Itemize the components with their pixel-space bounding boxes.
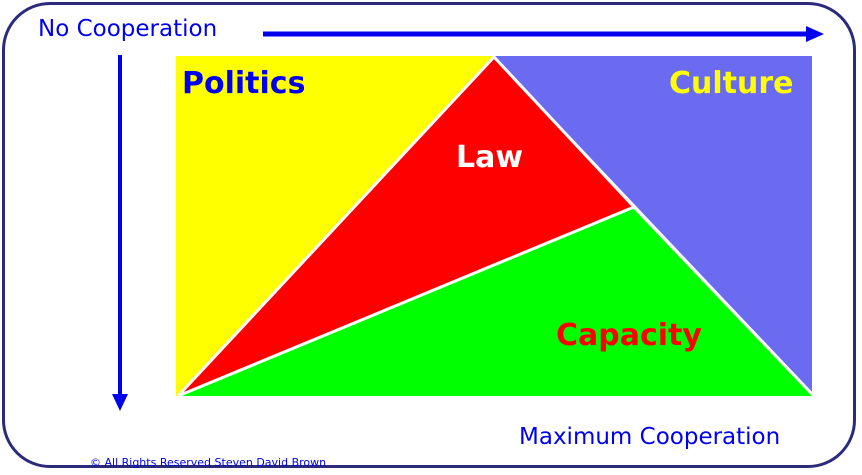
divider-line [177,205,635,398]
diagram-frame [2,2,856,468]
capacity-label: Capacity [556,318,702,353]
divider-lines [176,54,814,398]
no-cooperation-label: No Cooperation [38,16,218,42]
maximum-cooperation-label: Maximum Cooperation [519,424,781,450]
right-arrow-icon [806,26,824,42]
capacity-region [178,207,812,396]
law-region [178,57,634,396]
law-label: Law [456,140,524,175]
down-arrow-icon [112,394,128,411]
politics-label: Politics [182,66,306,101]
copyright-notice: © All Rights Reserved Steven David Brown [90,456,327,469]
culture-label: Culture [669,66,794,101]
